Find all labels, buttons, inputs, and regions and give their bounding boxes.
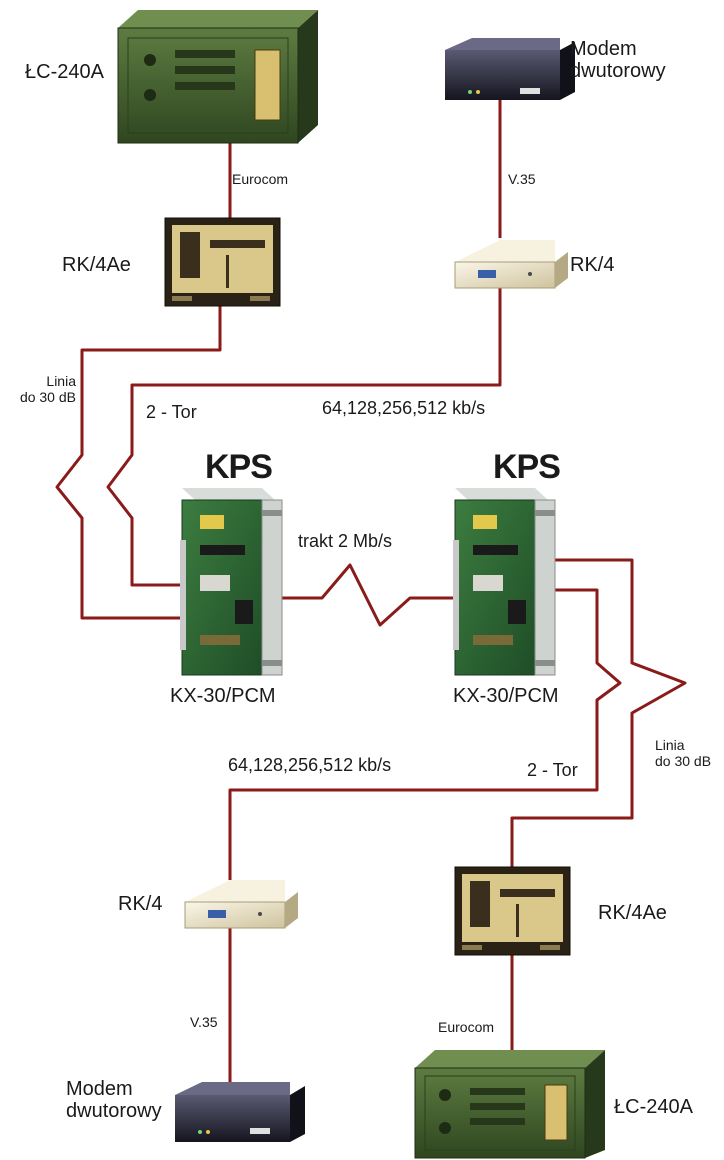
modem-top-label: Modem dwutorowy [570, 38, 666, 83]
linia-top-label: Linia do 30 dB [2, 373, 76, 405]
lc240a-bottom-label: ŁC-240A [614, 1096, 693, 1118]
tor2-bottom-label: 2 - Tor [527, 760, 578, 780]
v35-top-label: V.35 [508, 171, 536, 187]
kx30-left-label: KX-30/PCM [170, 685, 276, 707]
link-top-rk4ae-to-left-kx [55, 306, 222, 620]
speeds-bottom-label: 64,128,256,512 kb/s [228, 755, 392, 775]
modem-bottom-device [175, 1082, 305, 1142]
rk4-top-device [454, 240, 568, 289]
linia-bottom-line2: do 30 dB [655, 752, 712, 769]
modem-bottom-line2: dwutorowy [66, 1100, 162, 1123]
speeds-top-label: 64,128,256,512 kb/s [322, 398, 486, 418]
rk4ae-top-device [164, 217, 281, 307]
eurocom-top-label: Eurocom [232, 171, 289, 187]
linia-bottom-label: Linia do 30 dB [655, 737, 712, 769]
rk4ae-bottom-label: RK/4Ae [598, 902, 667, 924]
rk4-bottom-label: RK/4 [118, 893, 163, 915]
modem-top-line1: Modem [570, 38, 637, 60]
trakt-label: trakt 2 Mb/s [298, 531, 393, 551]
linia-top-line2: do 30 dB [19, 388, 76, 405]
v35-bottom-label: V.35 [190, 1014, 218, 1030]
kx30-right-label: KX-30/PCM [453, 685, 559, 707]
kps-left-label: KPS [205, 448, 273, 486]
eurocom-bottom-label: Eurocom [438, 1019, 495, 1035]
rk4ae-bottom-device [454, 866, 571, 956]
rk4-top-label: RK/4 [570, 254, 615, 276]
link-right-kx-to-bottom-rk4ae [510, 558, 687, 867]
kx30-right-card [453, 488, 556, 676]
linia-top-line1: Linia [46, 373, 76, 389]
linia-bottom-line1: Linia [655, 737, 685, 753]
tor2-top-label: 2 - Tor [146, 402, 197, 422]
rk4ae-top-label: RK/4Ae [62, 254, 131, 276]
rk4-bottom-device [184, 880, 298, 929]
modem-bottom-label: Modem dwutorowy [66, 1078, 162, 1123]
connection-lines [55, 100, 687, 1100]
link-right-kx-to-bottom-rk4 [228, 588, 622, 880]
modem-top-line2: dwutorowy [570, 60, 666, 83]
modem-top-device [445, 38, 575, 100]
kx30-left-card [180, 488, 283, 676]
trakt-2mbs [282, 563, 455, 627]
lc240a-bottom-device [414, 1050, 605, 1159]
kps-right-label: KPS [493, 448, 561, 486]
lc240a-top-label: ŁC-240A [25, 61, 104, 83]
link-top-rk4-to-left-kx [106, 288, 502, 587]
modem-bottom-line1: Modem [66, 1078, 133, 1100]
lc240a-top-device [117, 10, 318, 144]
